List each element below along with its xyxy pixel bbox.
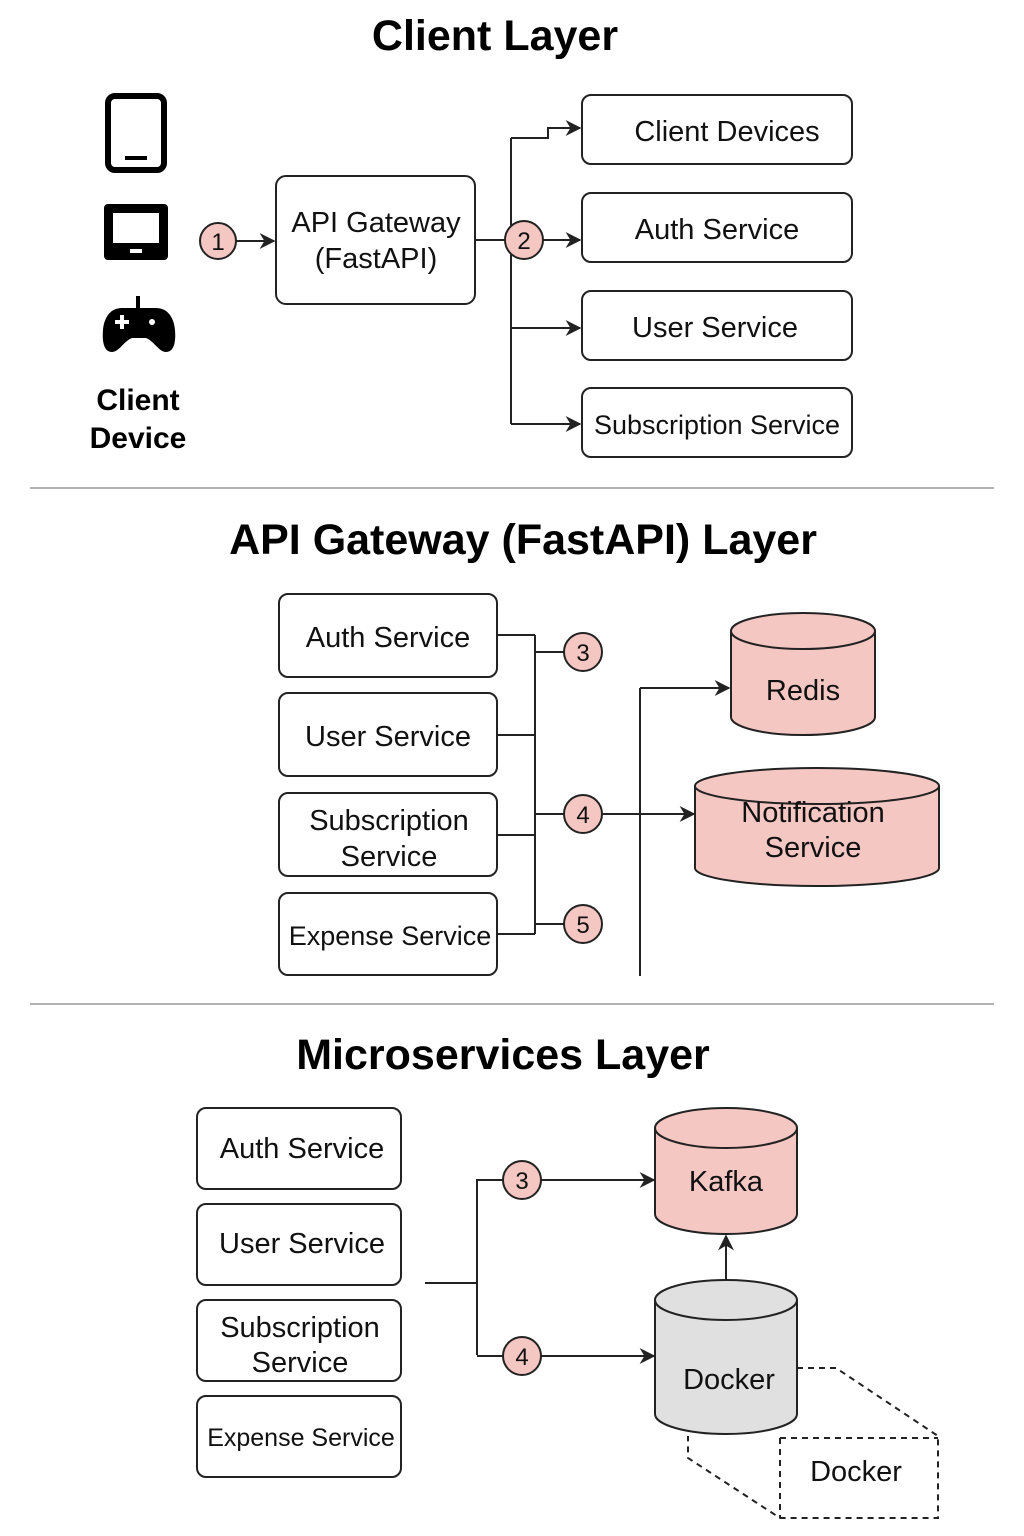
svg-text:Expense Service: Expense Service <box>207 1424 395 1452</box>
expense-service-box[interactable]: Expense Service <box>196 1395 402 1478</box>
svg-text:User Service: User Service <box>219 1228 385 1260</box>
api-gateway-box[interactable]: API Gateway (FastAPI) <box>275 175 476 305</box>
kafka-cylinder[interactable]: Kafka <box>654 1107 798 1235</box>
step-badge-5: 5 <box>563 904 603 944</box>
redis-cylinder[interactable]: Redis <box>730 612 876 736</box>
auth-service-box[interactable]: Auth Service <box>278 593 498 678</box>
svg-text:5: 5 <box>576 912 589 939</box>
svg-text:4: 4 <box>576 802 589 829</box>
subscription-service-box[interactable]: Subscription Service <box>278 792 498 877</box>
laptop-icon <box>104 204 168 260</box>
svg-text:Redis: Redis <box>766 675 840 707</box>
svg-text:Service: Service <box>341 841 438 873</box>
client-device-label-line1: Client <box>96 384 179 417</box>
svg-text:User Service: User Service <box>305 721 471 753</box>
svg-text:Notification: Notification <box>741 797 884 829</box>
svg-text:4: 4 <box>515 1344 528 1371</box>
svg-text:User Service: User Service <box>632 312 798 344</box>
notification-service-cylinder[interactable]: Notification Service <box>694 767 940 887</box>
client-layer: Client Layer Client Device 1 <box>90 12 853 458</box>
svg-text:Service: Service <box>765 832 862 864</box>
svg-text:Auth Service: Auth Service <box>306 622 470 654</box>
step-badge-2: 2 <box>504 220 544 260</box>
auth-service-box[interactable]: Auth Service <box>196 1107 402 1190</box>
user-service-box[interactable]: User Service <box>196 1203 402 1286</box>
client-layer-title: Client Layer <box>372 12 618 60</box>
svg-text:Subscription: Subscription <box>309 805 469 837</box>
svg-text:Subscription Service: Subscription Service <box>594 410 840 440</box>
svg-text:Auth Service: Auth Service <box>220 1133 384 1165</box>
connector-trunk <box>476 1179 503 1355</box>
microservices-layer-title: Microservices Layer <box>296 1031 710 1079</box>
gateway-layer: API Gateway (FastAPI) Layer Auth Service… <box>229 516 940 976</box>
gateway-layer-title: API Gateway (FastAPI) Layer <box>229 516 817 564</box>
api-gateway-label-line1: API Gateway <box>291 207 461 239</box>
user-service-box[interactable]: User Service <box>581 290 853 361</box>
step-badge-4: 4 <box>563 794 603 834</box>
svg-text:Service: Service <box>252 1347 349 1379</box>
svg-text:1: 1 <box>211 229 224 256</box>
gamepad-icon <box>102 296 176 352</box>
svg-text:2: 2 <box>517 228 530 255</box>
docker-node-dashed <box>687 1367 939 1519</box>
user-service-box[interactable]: User Service <box>278 692 498 777</box>
svg-text:Kafka: Kafka <box>689 1166 764 1198</box>
svg-text:Auth Service: Auth Service <box>635 214 799 246</box>
svg-text:3: 3 <box>576 640 589 667</box>
subscription-service-box[interactable]: Subscription Service <box>196 1299 402 1382</box>
step-badge-3: 3 <box>502 1160 542 1200</box>
svg-text:Subscription: Subscription <box>220 1312 380 1344</box>
docker-cylinder[interactable]: Docker <box>654 1279 798 1435</box>
svg-text:Expense Service: Expense Service <box>289 921 492 951</box>
expense-service-box[interactable]: Expense Service <box>278 892 498 976</box>
svg-text:Client Devices: Client Devices <box>634 116 819 148</box>
step-badge-4: 4 <box>502 1336 542 1376</box>
step-badge-1: 1 <box>199 222 237 260</box>
auth-service-box[interactable]: Auth Service <box>581 192 853 263</box>
tablet-icon <box>105 93 167 173</box>
client-device-label-line2: Device <box>90 422 187 455</box>
microservices-layer: Microservices Layer Auth Service User Se… <box>196 1031 939 1519</box>
docker-node-label: Docker <box>810 1456 902 1488</box>
arrow-to-client-devices <box>511 120 582 139</box>
svg-text:Docker: Docker <box>683 1364 775 1396</box>
step-badge-3: 3 <box>563 632 603 672</box>
api-gateway-label-line2: (FastAPI) <box>315 243 437 275</box>
svg-text:3: 3 <box>515 1168 528 1195</box>
subscription-service-box[interactable]: Subscription Service <box>581 387 853 458</box>
client-devices-box[interactable]: Client Devices <box>581 94 853 165</box>
